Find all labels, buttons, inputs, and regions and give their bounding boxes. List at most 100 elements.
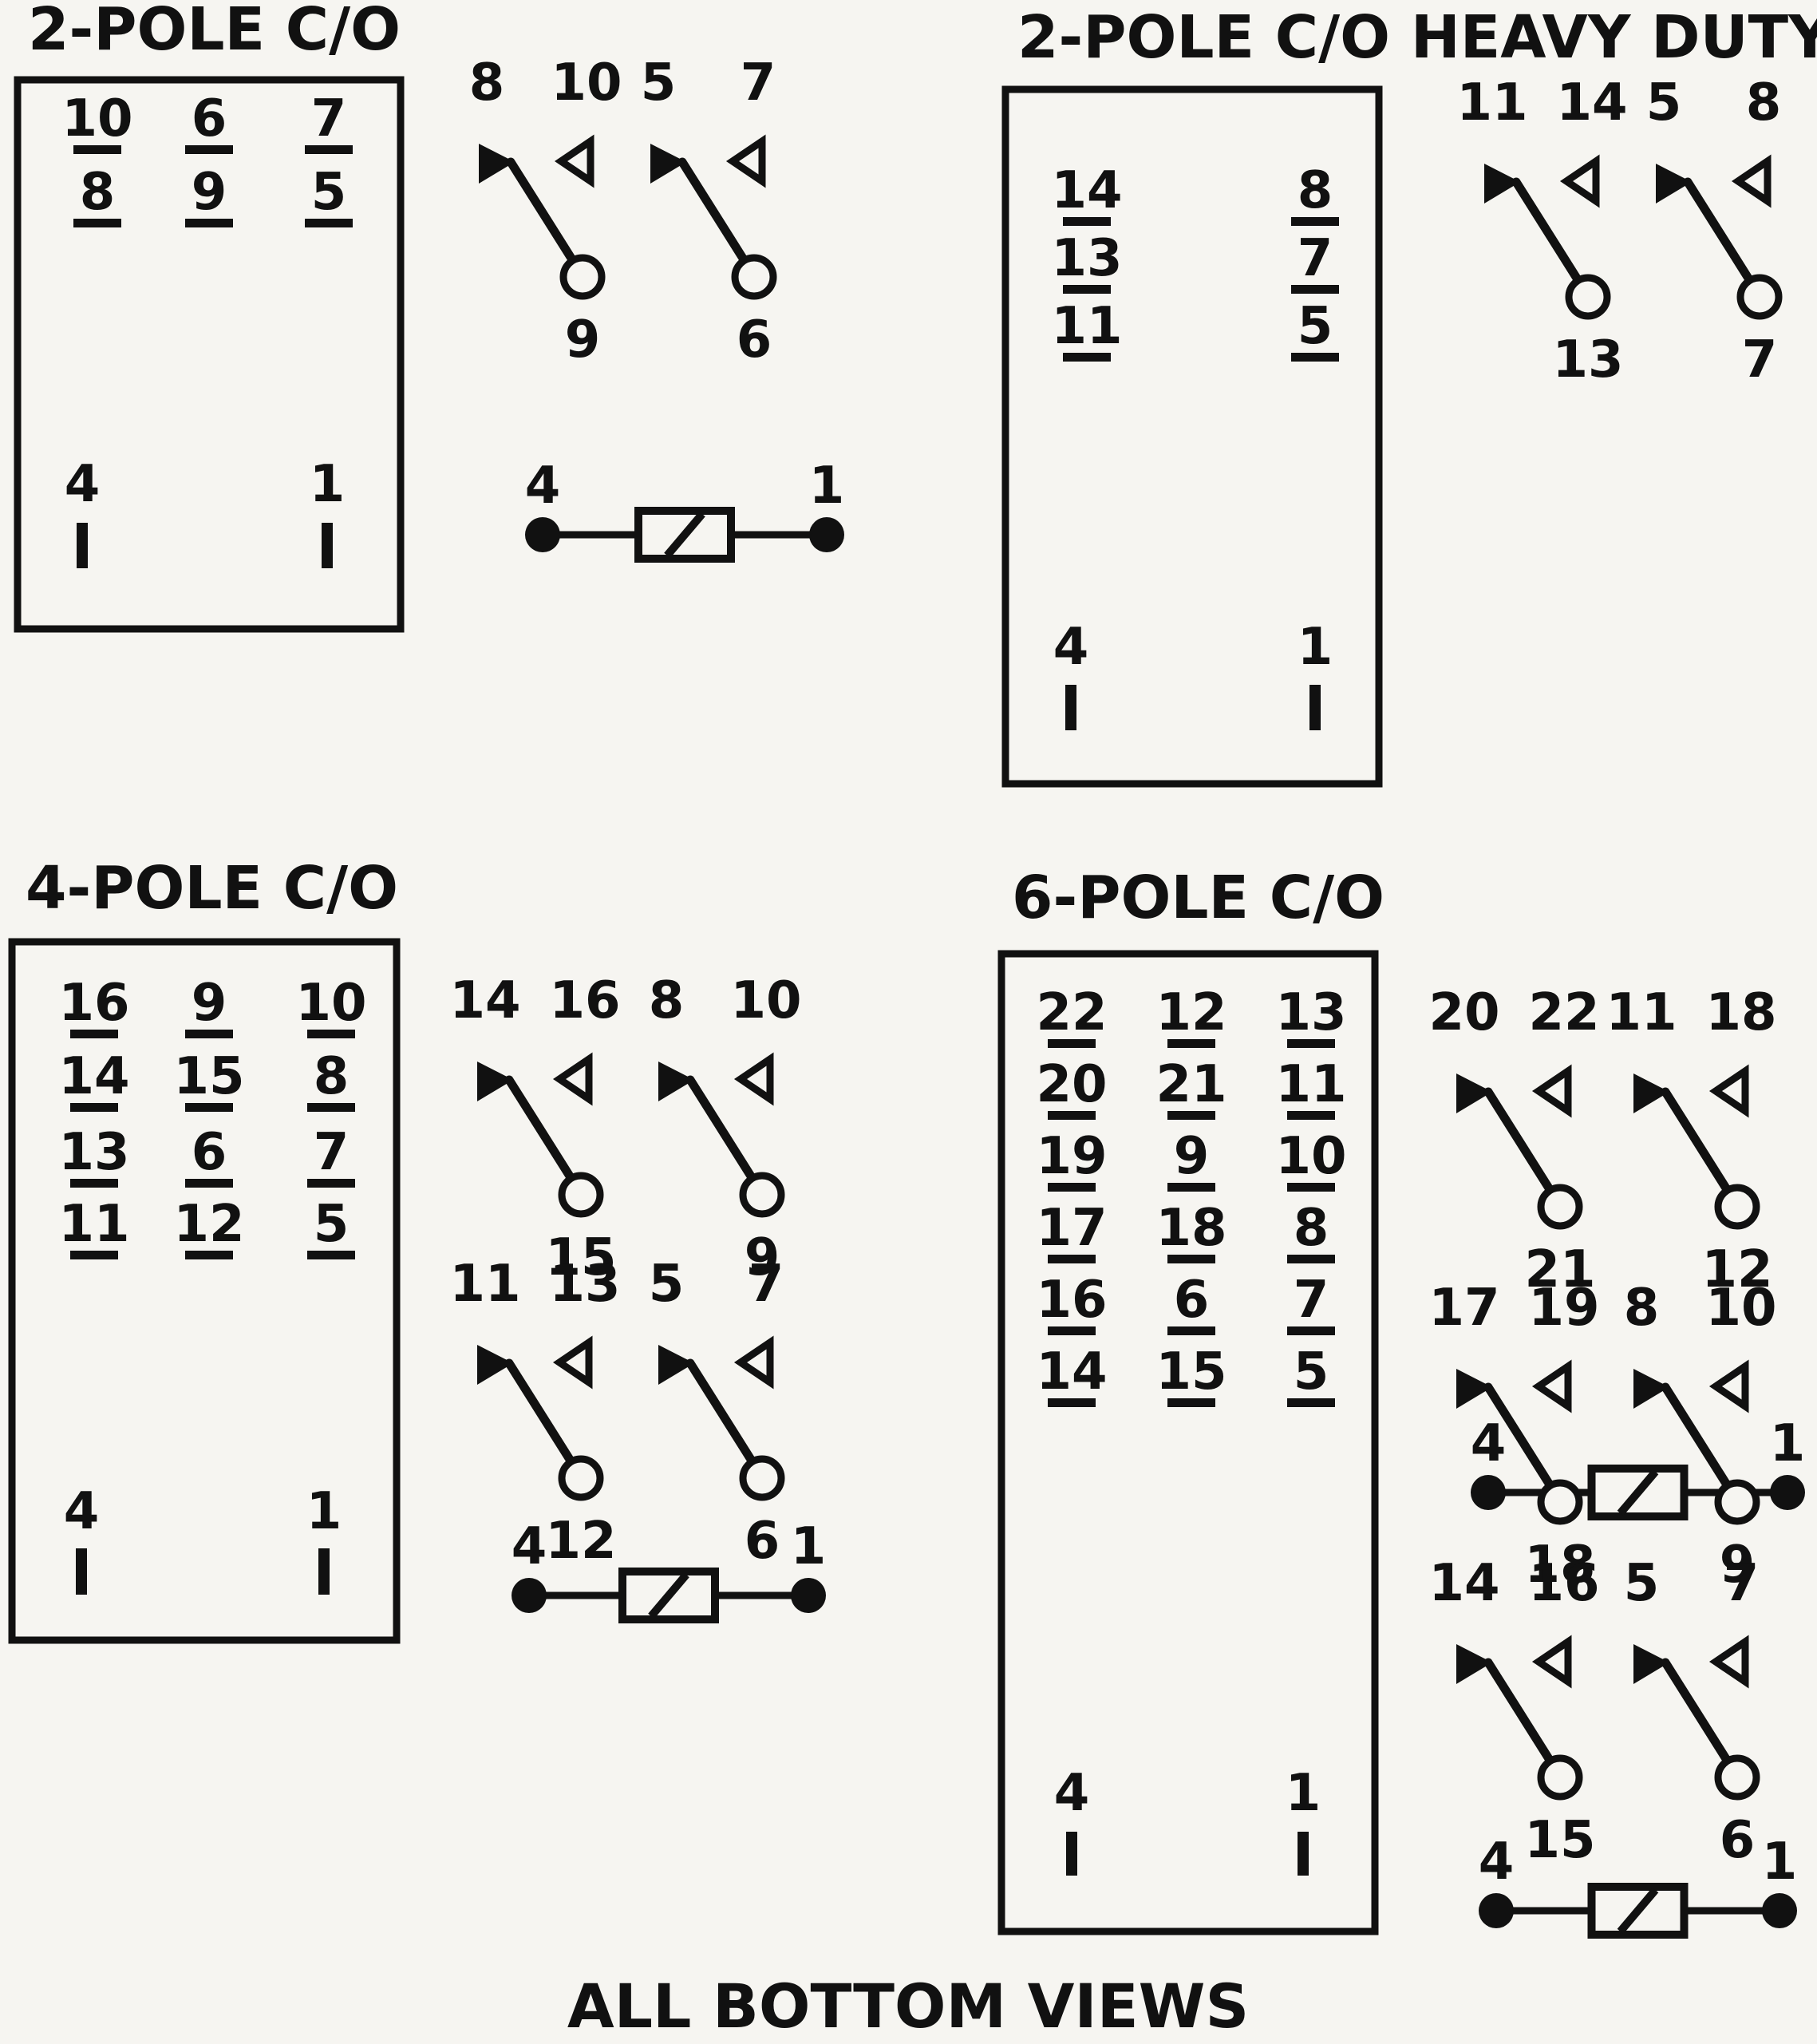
pin-bar <box>1063 217 1111 226</box>
nc-contact-triangle <box>477 1062 513 1101</box>
pin-bar <box>185 1103 233 1112</box>
pin-bar <box>307 1103 355 1112</box>
switch-arm <box>685 1358 759 1469</box>
nc-pin-label: 5 <box>1624 1554 1660 1613</box>
pin-bar <box>1287 1326 1335 1335</box>
pin-bar <box>185 145 233 154</box>
nc-contact-triangle <box>1484 164 1520 204</box>
no-pin-label: 10 <box>1705 1279 1776 1338</box>
nc-pin-label: 5 <box>1646 73 1682 132</box>
pin-number: 9 <box>1174 1127 1210 1186</box>
pin-bar <box>1167 1183 1215 1192</box>
pin-number: 15 <box>1155 1342 1226 1402</box>
com-pin-label: 15 <box>545 1228 616 1287</box>
coil-terminal-label-1: 1 <box>1762 1832 1798 1892</box>
pin-bar <box>1287 1183 1335 1192</box>
pin-number: 10 <box>1275 1127 1346 1186</box>
no-contact-triangle <box>725 134 766 188</box>
relay-base-outline <box>14 76 405 633</box>
pin-bar <box>70 1030 118 1038</box>
pin-number: 6 <box>192 89 227 148</box>
coil-terminal-dot <box>791 1578 826 1613</box>
com-pin-label: 6 <box>745 1512 780 1571</box>
coil-terminal-dot <box>525 517 560 552</box>
pin-bar <box>1167 1111 1215 1120</box>
nc-contact-triangle <box>1633 1073 1669 1113</box>
pin-number: 9 <box>192 974 227 1033</box>
pin-number: 16 <box>1036 1271 1107 1330</box>
pin-number: 19 <box>1036 1127 1107 1186</box>
switch-arm <box>1683 177 1756 288</box>
nc-pin-label: 14 <box>1428 1554 1499 1613</box>
com-pin-label: 12 <box>1701 1240 1772 1299</box>
common-pivot-circle <box>1714 1754 1760 1801</box>
com-pin-label: 9 <box>1720 1536 1756 1595</box>
panel-title: 2-POLE C/O <box>28 0 401 64</box>
panel-title: 4-POLE C/O <box>26 854 398 923</box>
pin-number: 12 <box>1155 983 1226 1042</box>
coil-terminal-label-4: 4 <box>525 457 561 516</box>
pin-bar <box>307 1030 355 1038</box>
nc-pin-label: 11 <box>1456 73 1527 132</box>
pin-number: 22 <box>1036 983 1107 1042</box>
no-contact-triangle <box>1708 1635 1749 1689</box>
nc-contact-triangle <box>1456 1369 1492 1409</box>
pin-bar <box>70 1251 118 1259</box>
coil-pin-bar <box>76 1548 87 1595</box>
pin-number: 14 <box>1051 161 1122 220</box>
no-pin-label: 19 <box>1528 1279 1599 1338</box>
pin-number: 7 <box>314 1123 350 1182</box>
common-pivot-circle <box>1714 1184 1760 1230</box>
pin-number: 8 <box>314 1047 350 1106</box>
no-contact-triangle <box>1731 154 1772 208</box>
pin-number: 6 <box>1174 1271 1210 1330</box>
switch-arm <box>1483 1658 1557 1769</box>
nc-contact-triangle <box>650 144 686 184</box>
com-pin-label: 21 <box>1524 1240 1595 1299</box>
coil-pin-number: 4 <box>65 455 101 514</box>
common-pivot-circle <box>1537 1754 1583 1801</box>
pin-bar <box>1167 1398 1215 1407</box>
pin-number: 13 <box>58 1123 129 1182</box>
com-pin-label: 7 <box>1742 330 1778 389</box>
nc-contact-triangle <box>1633 1644 1669 1684</box>
pin-number: 13 <box>1275 983 1346 1042</box>
pin-bar <box>1048 1398 1096 1407</box>
pin-bar <box>185 219 233 227</box>
common-pivot-circle <box>739 1172 785 1218</box>
coil-pin-bar <box>1298 1832 1309 1876</box>
no-contact-triangle <box>1531 1064 1572 1118</box>
coil-pin-bar <box>322 523 333 568</box>
pin-number: 10 <box>61 89 132 148</box>
common-pivot-circle <box>1537 1184 1583 1230</box>
nc-contact-triangle <box>1656 164 1692 204</box>
switch-arm <box>1483 1382 1557 1493</box>
nc-pin-label: 8 <box>1624 1279 1660 1338</box>
no-pin-label: 22 <box>1528 983 1599 1042</box>
no-contact-triangle <box>733 1335 774 1390</box>
common-pivot-circle <box>1736 274 1783 320</box>
nc-pin-label: 5 <box>649 1255 685 1314</box>
coil-pin-number: 1 <box>1286 1764 1321 1823</box>
nc-contact-triangle <box>658 1062 694 1101</box>
coil-slash <box>1617 1887 1659 1935</box>
pin-bar <box>1287 1111 1335 1120</box>
no-contact-triangle <box>552 1052 593 1106</box>
no-pin-label: 7 <box>741 53 776 113</box>
pin-number: 17 <box>1036 1199 1107 1258</box>
pin-bar <box>1048 1111 1096 1120</box>
pin-number: 16 <box>58 974 129 1033</box>
pin-number: 5 <box>1298 297 1333 356</box>
pin-bar <box>70 1103 118 1112</box>
pin-bar <box>1291 217 1339 226</box>
switch-arm <box>1483 1087 1557 1198</box>
no-contact-triangle <box>1531 1359 1572 1413</box>
pin-bar <box>1167 1326 1215 1335</box>
pin-bar <box>1048 1326 1096 1335</box>
nc-pin-label: 14 <box>449 971 520 1030</box>
coil-pin-number: 4 <box>64 1482 100 1541</box>
common-pivot-circle <box>558 1172 604 1218</box>
